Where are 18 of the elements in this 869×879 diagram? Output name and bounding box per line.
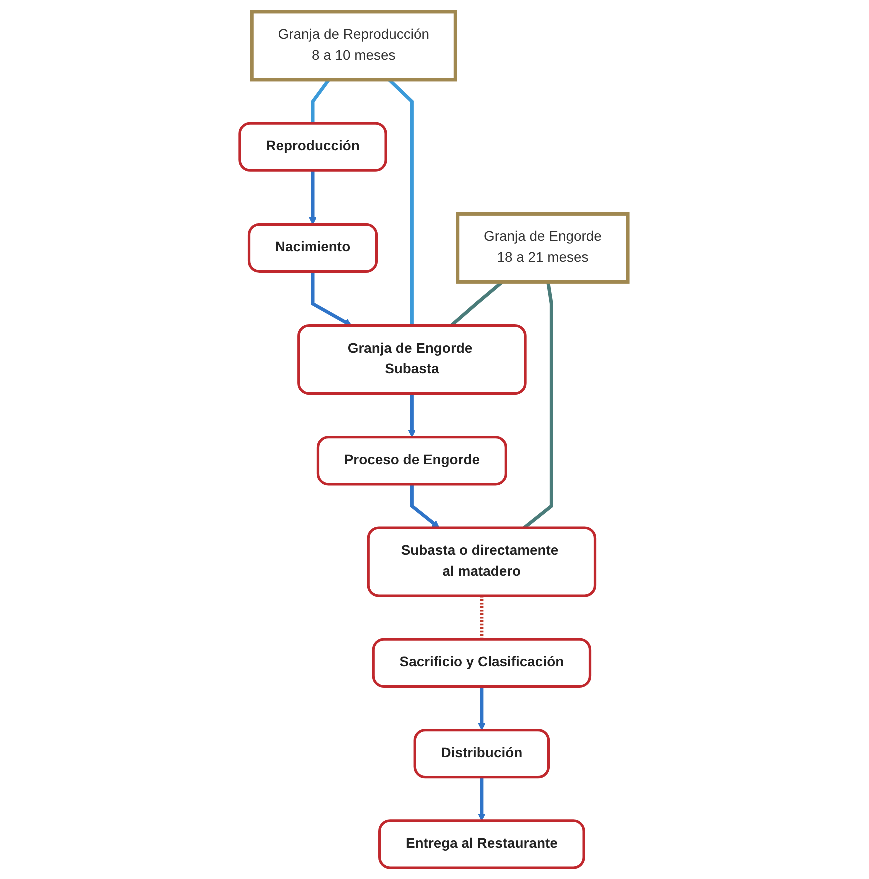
connector [480,596,484,640]
arrow [410,484,440,528]
node-box: Distribución [414,728,551,778]
node-box: Granja de Engorde Subasta [298,324,528,395]
node-box: Sacrificio y Clasificación [372,638,592,688]
node-box: Subasta o directamente al matadero [368,526,598,597]
arrow [310,170,318,225]
arrow [478,776,486,821]
arrow [312,271,353,326]
arrow [478,686,486,730]
node-box: Granja de Engorde 18 a 21 meses [456,212,630,284]
node-box: Proceso de Engorde [317,436,508,486]
node-box: Nacimiento [248,222,379,273]
connector [524,281,554,529]
node-box: Entrega al Restaurante [379,819,586,869]
arrow [408,393,417,438]
node-box: Granja de Reproducción 8 a 10 meses [250,10,458,82]
node-box: Reproducción [239,122,388,172]
